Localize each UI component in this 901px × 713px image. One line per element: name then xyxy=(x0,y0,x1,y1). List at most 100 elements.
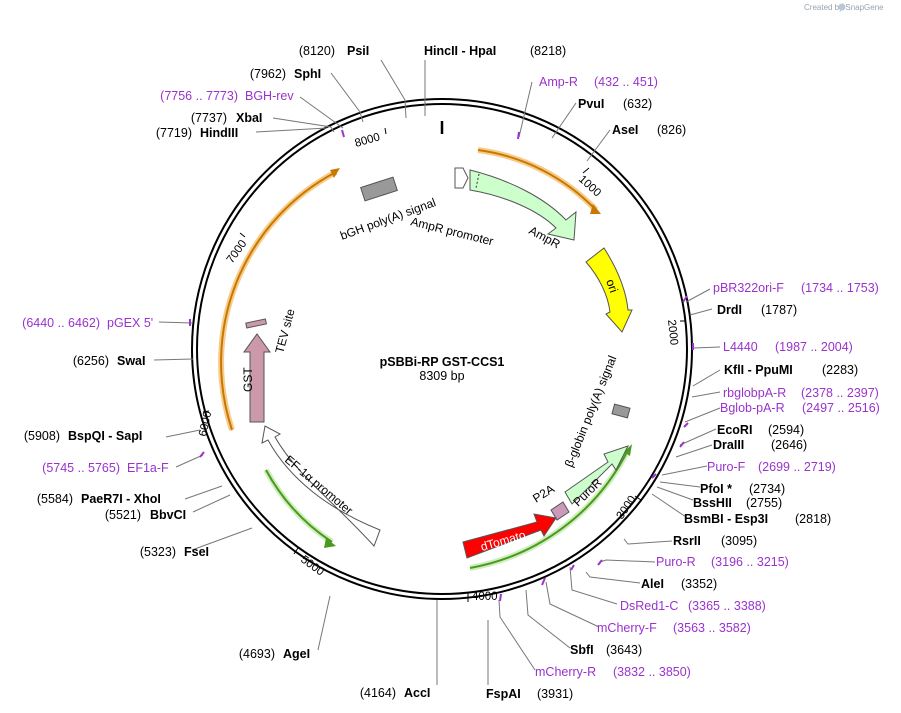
svg-text:(7962): (7962) xyxy=(250,67,286,81)
svg-text:(7756 .. 7773): (7756 .. 7773) xyxy=(160,89,238,103)
top-orange-arc-core xyxy=(477,149,597,211)
svg-text:HindIII: HindIII xyxy=(200,126,238,140)
svg-text:pGEX 5': pGEX 5' xyxy=(107,316,153,330)
label-rbglobpa-r: rbglobpA-R (2378 .. 2397) xyxy=(723,386,879,400)
svg-text:L4440: L4440 xyxy=(723,340,758,354)
label-sphi: (7962) SphI xyxy=(250,67,321,81)
tev-site-label: TEV site xyxy=(272,307,297,355)
svg-text:4000: 4000 xyxy=(472,591,498,603)
label-amp-r: Amp-R (432 .. 451) xyxy=(539,75,658,89)
svg-text:PaeR7I - XhoI: PaeR7I - XhoI xyxy=(81,492,161,506)
label-pgex5: (6440 .. 6462) pGEX 5' xyxy=(22,316,153,330)
label-mcherry-f: mCherry-F (3563 .. 3582) xyxy=(597,621,751,635)
svg-text:mCherry-F: mCherry-F xyxy=(597,621,657,635)
svg-text:EF1a-F: EF1a-F xyxy=(127,461,169,475)
label-draiii: DraIII(2646) xyxy=(713,438,807,452)
gst-feature xyxy=(243,333,271,423)
svg-text:(5323): (5323) xyxy=(140,545,176,559)
svg-text:BsmBI - Esp3I: BsmBI - Esp3I xyxy=(684,512,768,526)
left-orange-arrowhead xyxy=(330,168,340,178)
svg-text:(5908): (5908) xyxy=(24,429,60,443)
svg-text:PfoI *: PfoI * xyxy=(700,482,732,496)
primer-markers xyxy=(189,129,694,602)
label-bspqi-sapi: (5908)BspQI - SapI xyxy=(24,429,142,443)
svg-text:(3931): (3931) xyxy=(537,687,573,701)
svg-text:(3563 .. 3582): (3563 .. 3582) xyxy=(673,621,751,635)
svg-text:DsRed1-C: DsRed1-C xyxy=(620,599,678,613)
leader-lines xyxy=(153,59,721,685)
svg-text:RsrII: RsrII xyxy=(673,534,701,548)
gst-label: GST xyxy=(241,367,255,392)
svg-text:6000: 6000 xyxy=(197,410,214,438)
label-bsshii: BssHII (2755) xyxy=(693,496,782,510)
svg-text:(632): (632) xyxy=(623,97,652,111)
ampr-promoter-feature xyxy=(454,167,469,189)
top-orange-arrowhead xyxy=(590,204,601,214)
label-swai: (6256)SwaI xyxy=(73,354,146,368)
label-puro-f: Puro-F (2699 .. 2719) xyxy=(707,460,836,474)
ef1a-promoter-feature xyxy=(261,425,381,547)
svg-text:(5584): (5584) xyxy=(37,492,73,506)
svg-text:BGH-rev: BGH-rev xyxy=(245,89,294,103)
label-asei: AseI(826) xyxy=(612,123,686,137)
svg-text:(2497 .. 2516): (2497 .. 2516) xyxy=(802,401,880,415)
svg-text:(432 .. 451): (432 .. 451) xyxy=(594,75,658,89)
label-pvui: PvuI(632) xyxy=(578,97,652,111)
svg-text:DrdI: DrdI xyxy=(717,303,742,317)
svg-text:pBR322ori-F: pBR322ori-F xyxy=(713,281,784,295)
svg-text:(3352): (3352) xyxy=(681,577,717,591)
svg-text:(3365 .. 3388): (3365 .. 3388) xyxy=(688,599,766,613)
label-psii: (8120) PsiI xyxy=(299,44,369,58)
svg-text:Puro-R: Puro-R xyxy=(656,555,696,569)
svg-text:(8120): (8120) xyxy=(299,44,335,58)
svg-text:AgeI: AgeI xyxy=(283,647,310,661)
svg-text:(6440 .. 6462): (6440 .. 6462) xyxy=(22,316,100,330)
ori-feature xyxy=(585,247,633,333)
svg-text:(2734): (2734) xyxy=(749,482,785,496)
svg-text:(5521): (5521) xyxy=(105,508,141,522)
plasmid-length: 8309 bp xyxy=(419,369,464,383)
svg-text:Puro-F: Puro-F xyxy=(707,460,746,474)
bgh-polya-feature xyxy=(360,176,398,202)
svg-text:BssHII: BssHII xyxy=(693,496,732,510)
svg-text:(2646): (2646) xyxy=(771,438,807,452)
svg-text:2000: 2000 xyxy=(665,319,680,346)
svg-text:(2283): (2283) xyxy=(822,363,858,377)
svg-text:FspAI: FspAI xyxy=(486,687,521,701)
tick-8000: 8000 xyxy=(354,127,387,150)
label-bgh-rev: (7756 .. 7773) BGH-rev xyxy=(160,89,294,103)
svg-text:SphI: SphI xyxy=(294,67,321,81)
label-fspai: FspAI (3931) xyxy=(486,687,573,701)
ampr-feature xyxy=(469,169,577,241)
left-orange-arc-core xyxy=(220,171,337,431)
svg-text:FseI: FseI xyxy=(184,545,209,559)
tick-6000: 6000 xyxy=(197,410,214,438)
beta-globin-polya-feature xyxy=(611,403,631,419)
svg-text:KflI - PpuMI: KflI - PpuMI xyxy=(724,363,793,377)
ori-label: ori xyxy=(603,277,621,294)
svg-text:(8218): (8218) xyxy=(530,44,566,58)
label-bsmbi-esp3i: BsmBI - Esp3I (2818) xyxy=(684,512,831,526)
svg-text:(2818): (2818) xyxy=(795,512,831,526)
svg-text:(3095): (3095) xyxy=(721,534,757,548)
label-pfoi: PfoI * (2734) xyxy=(700,482,785,496)
svg-text:HincII - HpaI: HincII - HpaI xyxy=(424,44,496,58)
right-green-arc-core xyxy=(469,449,629,569)
svg-text:8000: 8000 xyxy=(354,131,382,150)
label-l4440: L4440(1987 .. 2004) xyxy=(723,340,853,354)
svg-text:PsiI: PsiI xyxy=(347,44,369,58)
svg-text:(2755): (2755) xyxy=(746,496,782,510)
svg-text:Amp-R: Amp-R xyxy=(539,75,578,89)
svg-text:XbaI: XbaI xyxy=(236,111,262,125)
label-pbr322ori-f: pBR322ori-F(1734 .. 1753) xyxy=(713,281,879,295)
svg-text:(4693): (4693) xyxy=(239,647,275,661)
left-green-arrowhead xyxy=(324,538,336,548)
svg-text:(1787): (1787) xyxy=(761,303,797,317)
svg-text:(2378 .. 2397): (2378 .. 2397) xyxy=(801,386,879,400)
svg-text:(3643): (3643) xyxy=(606,643,642,657)
svg-text:rbglobpA-R: rbglobpA-R xyxy=(723,386,786,400)
svg-text:(2699 .. 2719): (2699 .. 2719) xyxy=(758,460,836,474)
label-bbvci: (5521)BbvCI xyxy=(105,508,186,522)
svg-text:SbfI: SbfI xyxy=(570,643,594,657)
svg-text:(7737): (7737) xyxy=(191,111,227,125)
